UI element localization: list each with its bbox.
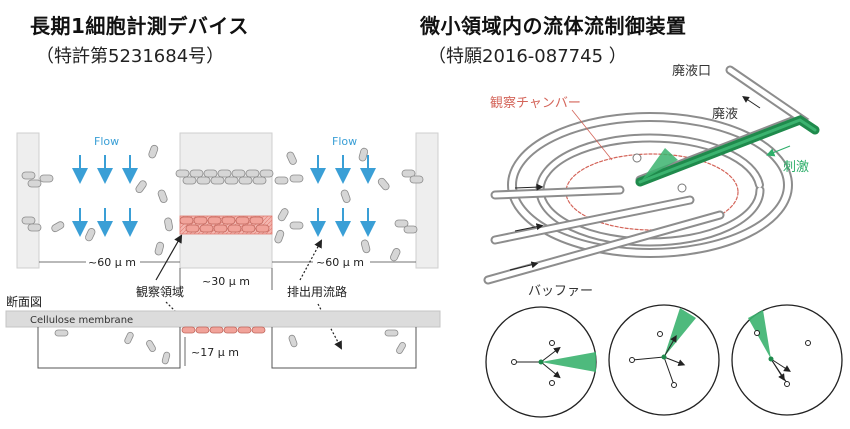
free-cells xyxy=(21,144,424,262)
observed-cells xyxy=(179,216,270,233)
chamber-label: 観察チャンバー xyxy=(490,96,581,111)
cross-section-wall-right xyxy=(271,327,417,369)
flow-pattern-2 xyxy=(608,304,720,416)
observation-region-label: 観察領域 xyxy=(136,284,184,299)
cross-section-cells xyxy=(181,326,266,334)
stimulus-plume xyxy=(642,148,678,180)
stimulus-label: 刺激 xyxy=(783,160,809,175)
dim-60-right: ~60 μ m xyxy=(316,256,364,269)
cross-section-label: 断面図 xyxy=(6,294,42,309)
left-diagram: Flow Flow ~60 μ m ~30 μ m ~60 μ m 観察領域 排… xyxy=(5,132,441,369)
flow-arrows xyxy=(72,155,376,237)
flow-label-right: Flow xyxy=(332,135,357,148)
membrane-label: Cellulose membrane xyxy=(30,315,133,326)
flow-label-left: Flow xyxy=(94,135,119,148)
right-subtitle: （特願2016-087745 ） xyxy=(428,46,627,67)
flow-pattern-3 xyxy=(731,304,843,416)
left-title: 長期1細胞計測デバイス xyxy=(30,14,249,38)
dim-17: ~17 μ m xyxy=(191,346,239,359)
buffer-label: バッファー xyxy=(528,284,593,299)
right-title: 微小領域内の流体流制御装置 xyxy=(420,14,687,38)
cellulose-membrane xyxy=(5,310,441,328)
left-wall xyxy=(16,132,40,269)
cross-section-wall-left xyxy=(37,327,181,369)
left-subtitle: （特許第5231684号） xyxy=(36,46,225,67)
waste-label: 廃液 xyxy=(712,106,738,122)
drain-channel-label: 排出用流路 xyxy=(287,284,347,299)
waste-outlet-label: 廃液口 xyxy=(672,63,711,79)
flow-pattern-1 xyxy=(485,306,597,418)
dim-30: ~30 μ m xyxy=(202,275,250,288)
right-diagram: 観察チャンバー 廃液口 廃液 刺激 バッファー xyxy=(483,63,843,418)
right-wall xyxy=(415,132,439,269)
cell-rows xyxy=(175,169,274,185)
dim-60-left: ~60 μ m xyxy=(88,256,136,269)
center-wall xyxy=(179,132,273,269)
